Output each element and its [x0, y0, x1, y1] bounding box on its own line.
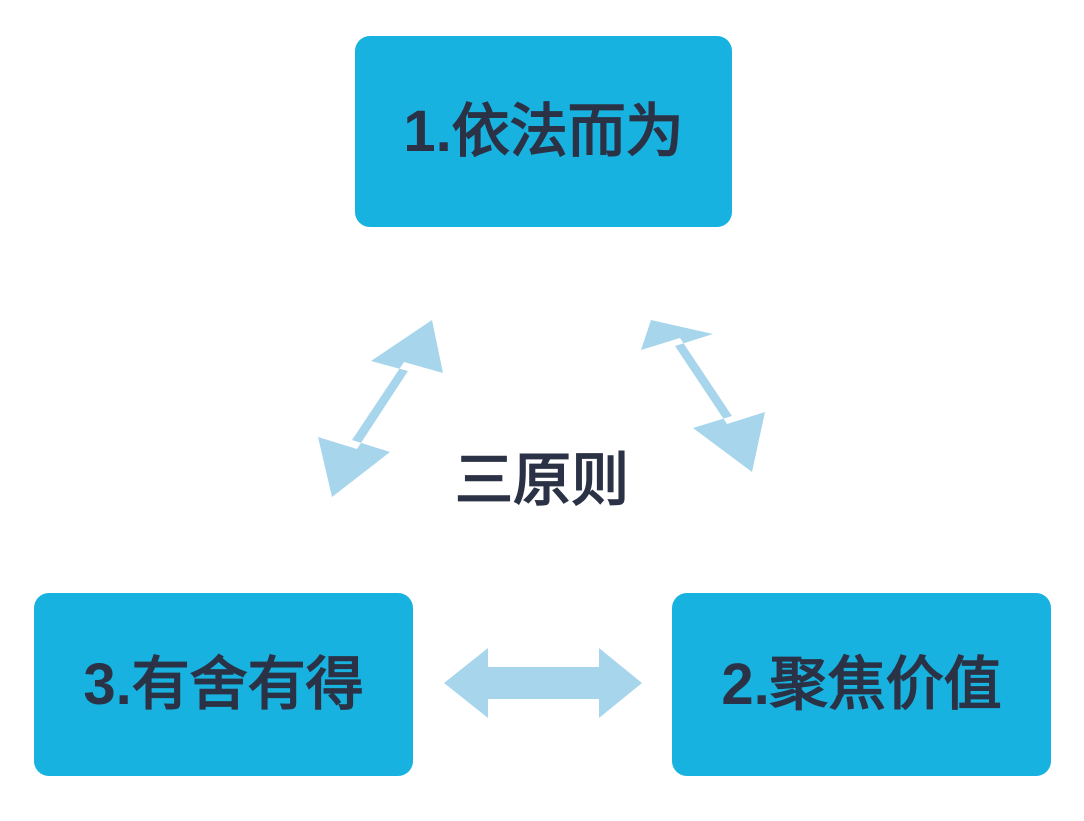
arrow-bottom: [444, 648, 642, 718]
center-label: 三原则: [454, 448, 629, 513]
node-principle-2[interactable]: 2.聚焦价值: [672, 593, 1051, 776]
node-principle-2-label: 2.聚焦价值: [721, 651, 1002, 717]
node-principle-3[interactable]: 3.有舍有得: [34, 593, 413, 776]
node-principle-3-label: 3.有舍有得: [83, 651, 364, 717]
arrow-top-right: [641, 320, 765, 472]
node-principle-1-label: 1.依法而为: [403, 98, 684, 164]
node-principle-1[interactable]: 1.依法而为: [355, 36, 732, 227]
